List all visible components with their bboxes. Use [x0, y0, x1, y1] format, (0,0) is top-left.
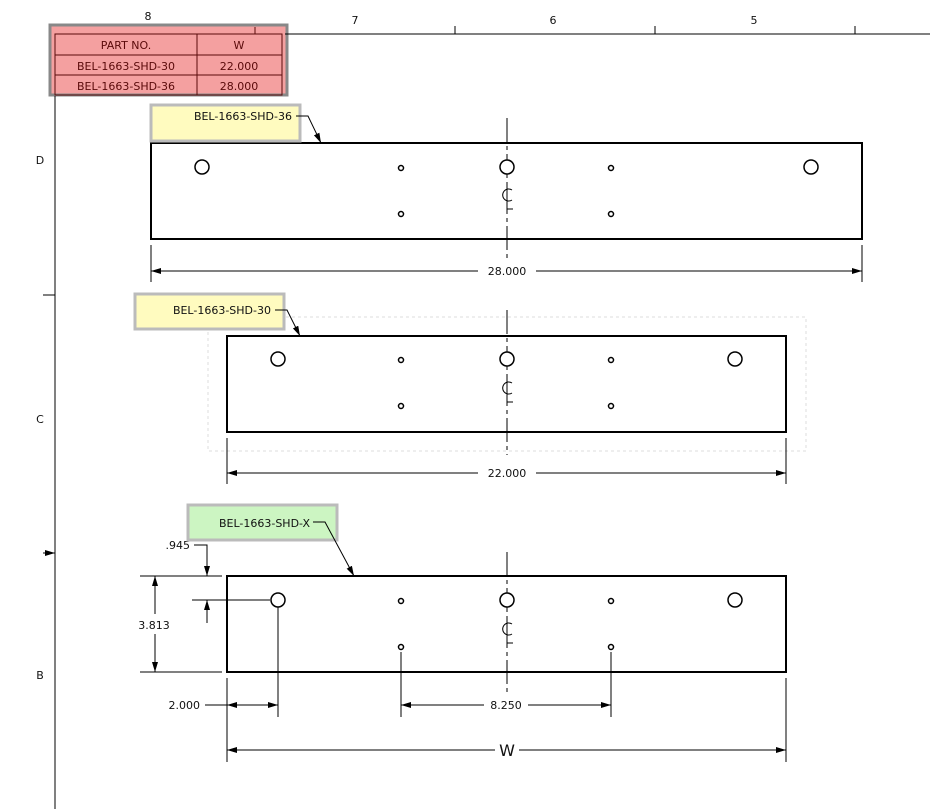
view-shd-36[interactable]: CL 28.000 BEL-1663-SHD-36 [149, 103, 863, 282]
column-label: 5 [751, 14, 758, 27]
table-cell: BEL-1663-SHD-30 [77, 60, 175, 73]
label-box[interactable] [149, 103, 302, 143]
hole-offset-dimension: 2.000 [169, 699, 201, 712]
width-dimension: W [499, 741, 515, 760]
row-label: B [36, 669, 44, 682]
hole [499, 351, 515, 367]
part-label: BEL-1663-SHD-30 [173, 304, 271, 317]
hole [727, 351, 743, 367]
label-box[interactable] [133, 292, 286, 331]
table-cell: 22.000 [220, 60, 259, 73]
width-dimension: 22.000 [488, 467, 527, 480]
table-cell: BEL-1663-SHD-36 [77, 80, 175, 93]
part-label: BEL-1663-SHD-36 [194, 110, 292, 123]
column-label: 8 [145, 10, 152, 23]
row-label: C [36, 413, 44, 426]
table-cell: 28.000 [220, 80, 259, 93]
hole [499, 159, 515, 175]
hole [803, 159, 819, 175]
column-label: 6 [550, 14, 557, 27]
hole [727, 592, 743, 608]
label-box[interactable] [186, 503, 339, 542]
part-table[interactable]: PART NO. W BEL-1663-SHD-30 22.000 BEL-16… [48, 23, 289, 97]
drawing-border: 8 7 6 5 D C B [36, 10, 930, 809]
width-dimension: 28.000 [488, 265, 527, 278]
hole [499, 592, 515, 608]
column-label: 7 [352, 14, 359, 27]
height-dimension: 3.813 [138, 619, 170, 632]
table-header: PART NO. [101, 39, 151, 52]
top-offset-dimension: .945 [166, 539, 191, 552]
view-shd-30[interactable]: CL 22.000 BEL-1663-SHD-30 [133, 292, 807, 484]
hole-spacing-dimension: 8.250 [490, 699, 522, 712]
hole [270, 351, 286, 367]
row-label: D [36, 154, 44, 167]
part-label: BEL-1663-SHD-X [219, 517, 311, 530]
table-header: W [234, 39, 245, 52]
hole [194, 159, 210, 175]
view-shd-x[interactable]: CL W 2.000 8.250 3.813 .945 BEL-1663-SHD… [138, 503, 787, 762]
hole [270, 592, 286, 608]
